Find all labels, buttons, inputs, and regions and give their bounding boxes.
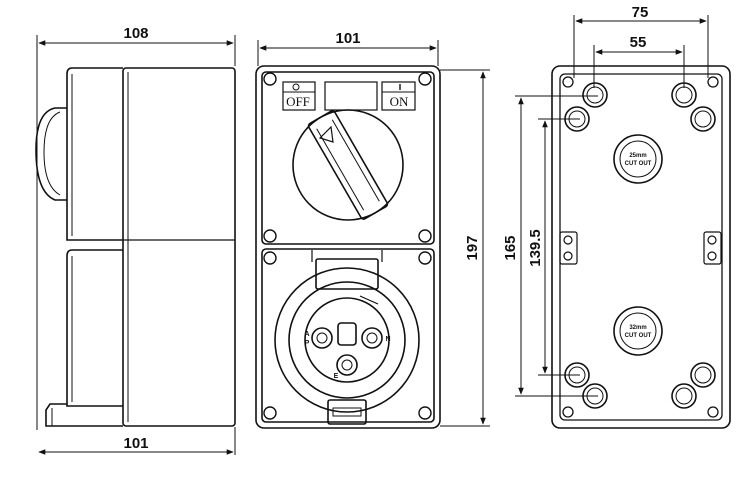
cutout-bottom-text-label: CUT OUT (625, 333, 652, 339)
cutout-top-text-label: CUT OUT (625, 161, 652, 167)
rear-side-mounts (559, 231, 722, 265)
pin-e-label: E (334, 373, 339, 380)
side-view (35, 35, 236, 455)
off-symbol-icon (292, 83, 300, 91)
front-width-label: 101 (335, 30, 360, 47)
front-view (255, 40, 490, 429)
socket-pin-active (311, 327, 333, 349)
rear-view (515, 15, 731, 429)
side-depth-top-label: 108 (123, 25, 148, 42)
rear-height-inner-label: 139.5 (527, 229, 544, 267)
socket-hinge-flap (315, 258, 379, 290)
socket-pin-neutral (361, 327, 383, 349)
rear-mounting-holes (564, 82, 716, 409)
on-indicator-box (381, 81, 416, 111)
rear-enclosure-inner (559, 73, 723, 421)
rear-enclosure-outer (551, 65, 731, 429)
rotary-switch-dial[interactable] (292, 109, 404, 221)
rear-inner-width-label: 55 (630, 34, 647, 51)
pin-a-label: A (304, 331, 309, 338)
socket-face (304, 297, 390, 383)
socket-outer-ring (274, 267, 420, 413)
side-depth-bottom-label: 101 (123, 435, 148, 452)
side-latch (45, 403, 123, 427)
front-enclosure (255, 65, 441, 429)
rotary-switch-handle (307, 110, 389, 220)
side-switch-knob (35, 107, 67, 201)
cutout-25mm (613, 134, 663, 184)
rear-outer-width-label: 75 (632, 4, 649, 21)
socket-center-pin (337, 322, 357, 346)
rear-height-outer-label: 165 (502, 235, 519, 260)
front-height-label: 197 (464, 235, 481, 260)
cutout-32mm (613, 306, 663, 356)
side-back-box (122, 67, 236, 427)
pin-p-label: P (305, 340, 310, 347)
socket-cover-plate (261, 248, 435, 423)
center-window (324, 81, 378, 111)
switch-cover-plate (261, 71, 435, 245)
socket-pin-earth (336, 354, 358, 376)
off-label: OFF (286, 94, 310, 109)
side-lower-section (66, 249, 123, 407)
front-screws (263, 72, 432, 420)
rear-corner-screws (562, 76, 719, 418)
off-indicator-box (282, 81, 316, 111)
on-label: ON (390, 94, 409, 109)
socket-latch[interactable] (327, 399, 367, 425)
side-upper-cover (66, 67, 123, 241)
pin-n-label: N (385, 336, 390, 343)
cutout-top-size-label: 25mm (629, 153, 646, 159)
cutout-bottom-size-label: 32mm (629, 325, 646, 331)
arrow-indicator-icon (318, 125, 334, 143)
socket-inner-ring (288, 281, 406, 399)
